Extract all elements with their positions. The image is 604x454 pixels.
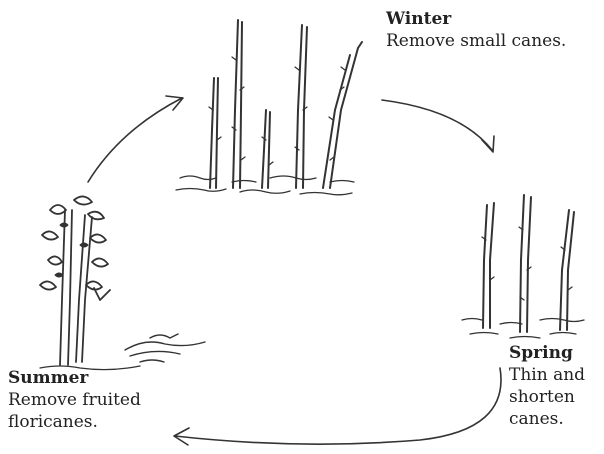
summer-title: Summer <box>8 367 208 389</box>
winter-stage-label: Winter Remove small canes. <box>386 8 601 52</box>
spring-canes-illustration <box>462 195 584 338</box>
spring-title: Spring <box>509 342 601 364</box>
spring-instruction: Thin and shorten canes. <box>509 364 601 430</box>
summer-stage-label: Summer Remove fruited floricanes. <box>8 367 208 433</box>
spring-stage-label: Spring Thin and shorten canes. <box>509 342 601 430</box>
summer-plant-illustration <box>40 196 205 369</box>
arrow-winter-to-spring <box>382 100 492 150</box>
winter-title: Winter <box>386 8 601 30</box>
arrow-spring-to-summer <box>175 368 501 444</box>
summer-instruction: Remove fruited floricanes. <box>8 389 178 433</box>
winter-instruction: Remove small canes. <box>386 30 601 52</box>
arrow-summer-to-winter <box>88 98 182 182</box>
winter-canes-illustration <box>176 20 362 195</box>
